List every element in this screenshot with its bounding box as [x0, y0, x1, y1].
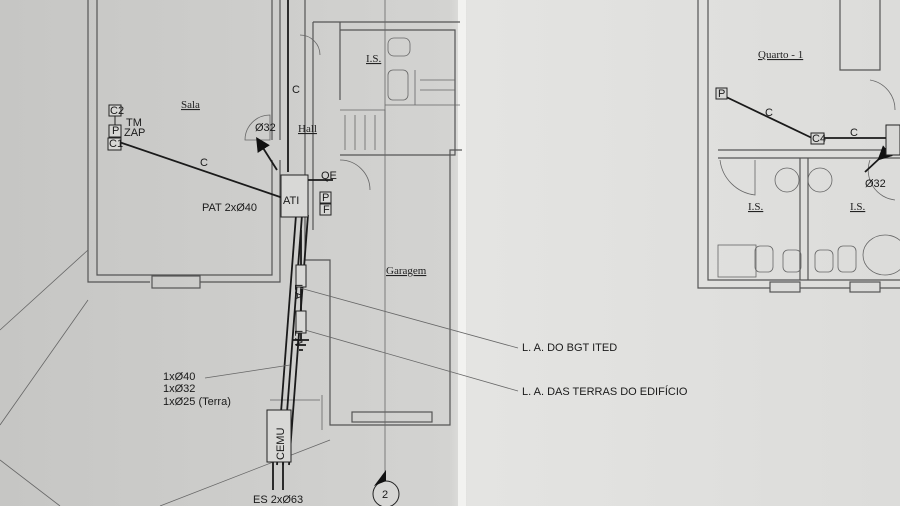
section-arrow-icon	[374, 470, 386, 486]
conduit-label-door: Ø32	[255, 122, 276, 134]
cable-label-c-quarto-2: C	[850, 127, 858, 139]
section-marker-label: 2	[382, 489, 388, 501]
la-2-label: L A	[292, 330, 304, 346]
outlet-c1: C1	[109, 138, 123, 150]
outlet-c4: C4	[812, 133, 826, 145]
room-label-is-left: I.S.	[748, 201, 764, 213]
right-plan-cables	[721, 94, 900, 173]
conduit-25-terra: 1xØ25 (Terra)	[163, 396, 231, 408]
p-box-label: P	[322, 192, 329, 204]
cable-label-c-quarto-1: C	[765, 107, 773, 119]
label-tm: TM	[126, 117, 142, 129]
outlet-c2: C2	[110, 105, 124, 117]
cable-label-c-sala: C	[200, 157, 208, 169]
cemu-box	[266, 409, 292, 463]
cemu-label: CEMU	[275, 428, 287, 460]
label-zap: ZAP	[124, 127, 145, 139]
conduit-32: 1xØ32	[163, 383, 195, 395]
outlet-group-sala: C2 P C1 TM ZAP	[107, 104, 145, 151]
room-label-is-right: I.S.	[850, 201, 866, 213]
qe-label: QE	[321, 170, 337, 182]
left-plan-walls	[0, 0, 462, 506]
pat-label: PAT 2xØ40	[202, 202, 257, 214]
conduit-label-quarto: Ø32	[865, 178, 886, 190]
outlet-p: P	[112, 125, 119, 137]
cable-label-c-vertical: C	[292, 84, 300, 96]
room-label-is-top: I.S.	[366, 53, 382, 65]
es-label: ES 2xØ63	[253, 494, 303, 506]
right-plan-walls	[697, 0, 900, 293]
f-box-label: F	[323, 204, 330, 216]
room-label-sala: Sala	[181, 99, 200, 111]
ati-box	[280, 174, 309, 218]
la-1-label: L A	[292, 284, 304, 300]
outlet-p-quarto: P	[718, 88, 725, 100]
ati-label: ATI	[283, 195, 299, 207]
conduit-40: 1xØ40	[163, 371, 195, 383]
room-label-quarto: Quarto - 1	[758, 49, 803, 61]
room-label-garagem: Garagem	[386, 265, 427, 277]
callout-bgt-ited: L. A. DO BGT ITED	[522, 342, 617, 354]
callout-terras: L. A. DAS TERRAS DO EDIFÍCIO	[522, 385, 688, 398]
room-label-hall: Hall	[298, 123, 317, 135]
